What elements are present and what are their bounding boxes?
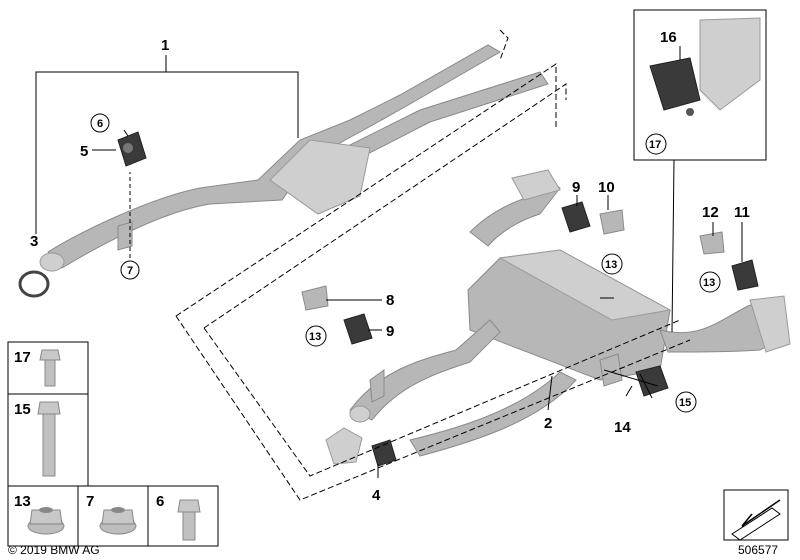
parts-table: 17 15 13 7 6	[7, 341, 219, 547]
copyright-text: © 2019 BMW AG	[8, 543, 100, 557]
callout-7: 7	[127, 265, 133, 277]
callout-15: 15	[679, 397, 691, 409]
callout-4: 4	[372, 487, 381, 504]
bolt-6-icon	[177, 499, 201, 541]
callout-6: 6	[97, 118, 103, 130]
callout-9-lower: 9	[386, 323, 394, 340]
circled-callouts: 6 7 13 13 13 15 17	[90, 113, 721, 413]
table-label-17: 17	[14, 349, 31, 366]
table-label-7: 7	[86, 493, 94, 510]
rubber-mount-right[interactable]	[699, 231, 759, 291]
callout-12: 12	[702, 204, 719, 221]
callouts: 1 3 5 8 9 9 10 12 11 2 4 14 16	[30, 29, 750, 504]
rubber-mount-upper[interactable]	[561, 201, 625, 235]
callout-13-upper: 13	[605, 259, 617, 271]
callout-17: 17	[649, 139, 661, 151]
callout-11: 11	[734, 204, 750, 221]
table-label-13: 13	[14, 493, 31, 510]
callout-3: 3	[30, 233, 38, 250]
bolt-17-icon	[39, 349, 61, 387]
rear-silencer-assembly[interactable]	[349, 169, 791, 457]
table-label-6: 6	[156, 493, 164, 510]
callout-13-right: 13	[703, 277, 715, 289]
arrow-down-left-icon[interactable]	[723, 489, 789, 541]
flange-nut-7-icon	[99, 507, 137, 535]
rubber-mount-front[interactable]	[117, 131, 147, 167]
callout-9-upper: 9	[572, 179, 580, 196]
actuator-inset	[633, 9, 767, 333]
callout-14: 14	[614, 419, 631, 436]
dashed-assembly-outline	[175, 29, 691, 501]
rubber-buffer[interactable]	[635, 365, 669, 397]
pipe-clamp[interactable]	[18, 270, 50, 298]
front-pipe-assembly[interactable]	[39, 44, 549, 272]
bolt-15-icon	[37, 401, 61, 477]
diagram-number: 506577	[738, 543, 778, 557]
table-label-15: 15	[14, 401, 31, 418]
callout-8: 8	[386, 292, 394, 309]
callout-2: 2	[544, 415, 552, 432]
leader-lines	[35, 46, 743, 478]
callout-5: 5	[80, 143, 88, 160]
flange-nut-13-icon	[27, 507, 65, 535]
callout-1: 1	[161, 37, 169, 54]
clamp-sleeve[interactable]	[325, 427, 397, 467]
rubber-mount-lower[interactable]	[301, 285, 373, 345]
callout-10: 10	[598, 179, 615, 196]
callout-16: 16	[660, 29, 677, 46]
callout-13-lower: 13	[309, 331, 321, 343]
